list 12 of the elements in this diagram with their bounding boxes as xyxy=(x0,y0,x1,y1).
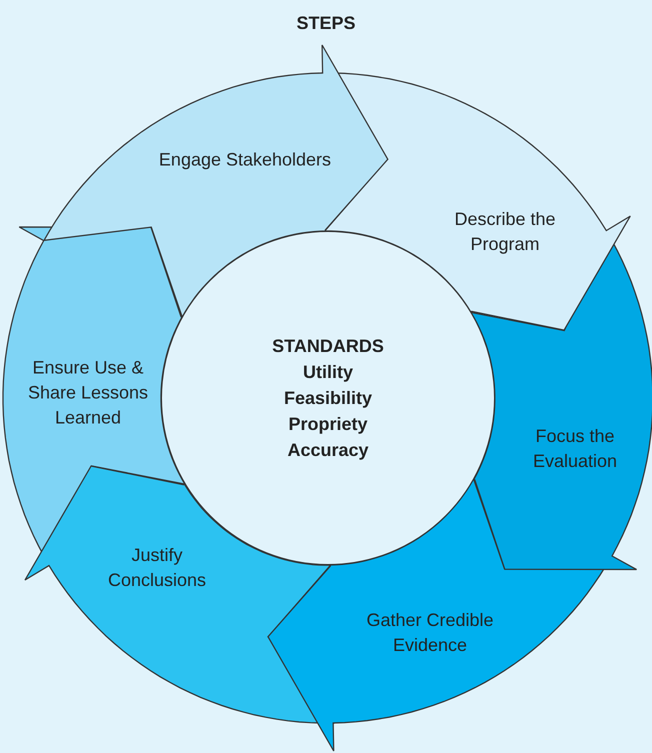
diagram-title: STEPS xyxy=(296,12,356,35)
standard-item: Accuracy xyxy=(287,439,369,462)
standard-item: Feasibility xyxy=(284,387,372,410)
step-label: Justify Conclusions xyxy=(106,544,208,592)
step-label: Focus the Evaluation xyxy=(532,424,618,473)
step-label: Engage Stakeholders xyxy=(158,148,332,172)
standard-item: Propriety xyxy=(288,413,368,436)
standards-heading: STANDARDS xyxy=(272,335,384,358)
step-label: Ensure Use & Share Lessons Learned xyxy=(26,356,150,430)
step-label: Describe the Program xyxy=(453,208,557,256)
standard-item: Utility xyxy=(302,361,353,384)
step-label: Gather Credible Evidence xyxy=(365,608,495,657)
